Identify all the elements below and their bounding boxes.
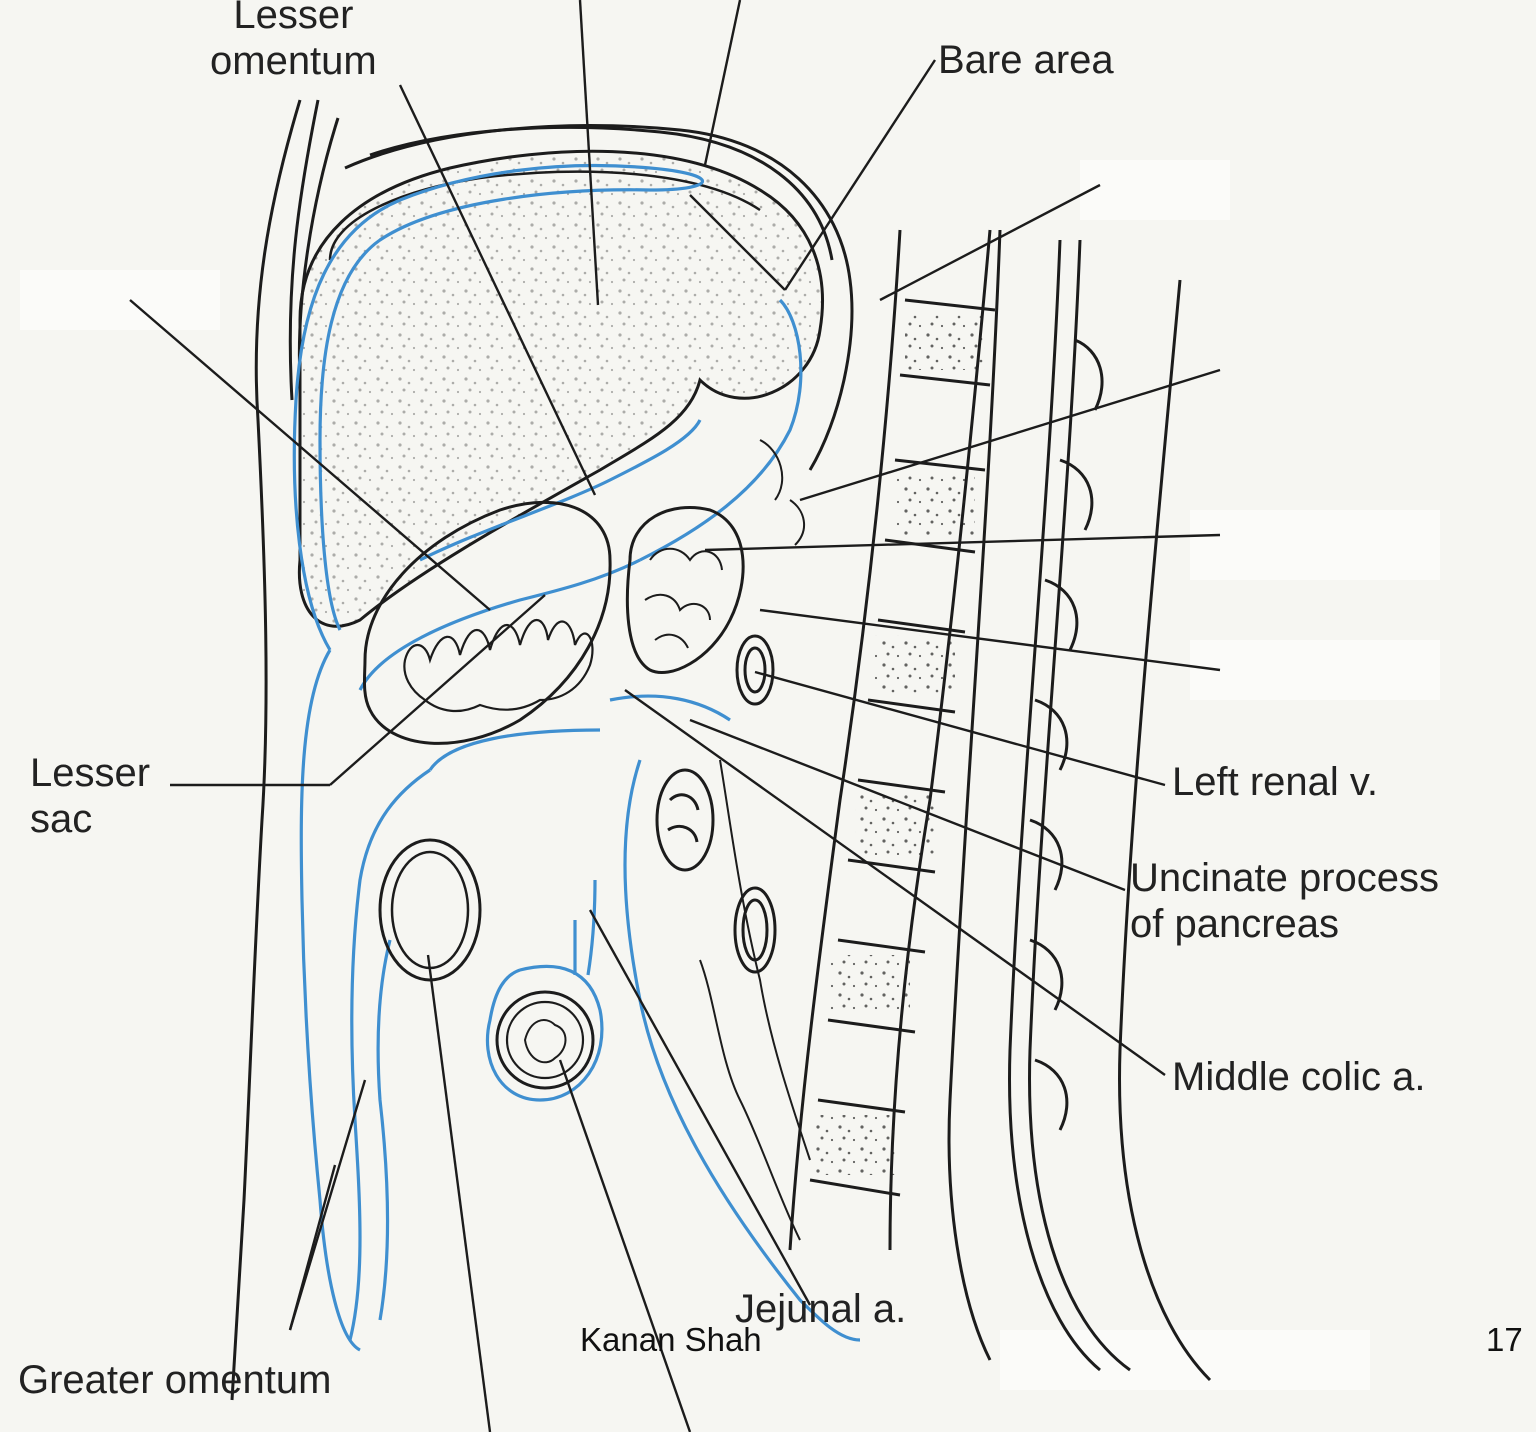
label-uncinate-process: Uncinate process of pancreas (1130, 855, 1439, 947)
footer-page-number: 17 (1486, 1322, 1523, 1358)
mesenteric-fat (700, 440, 810, 1240)
label-greater-omentum: Greater omentum (18, 1358, 331, 1402)
left-renal-vein (737, 636, 773, 704)
label-middle-colic-a: Middle colic a. (1172, 1055, 1425, 1099)
label-left-renal-v: Left renal v. (1172, 760, 1378, 804)
label-lesser-sac: Lesser sac (30, 750, 150, 842)
label-lesser-omentum: Lesser omentum (210, 0, 377, 84)
label-bare-area: Bare area (938, 38, 1114, 82)
liver (299, 151, 822, 626)
footer-author: Kanan Shah (580, 1322, 762, 1358)
vertebral-column (790, 230, 1210, 1380)
pancreas (627, 507, 743, 672)
duodenum (657, 770, 713, 870)
transverse-colon (380, 840, 480, 980)
jejunum-loop (497, 992, 593, 1088)
